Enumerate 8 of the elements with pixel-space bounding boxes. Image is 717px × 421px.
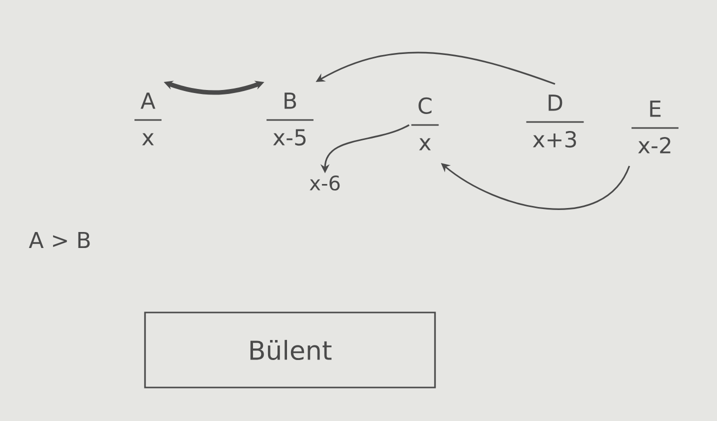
fraction: C x <box>411 97 439 150</box>
name-box: Bülent <box>144 312 436 388</box>
fraction: D x+3 <box>526 94 584 148</box>
note: A > B <box>28 232 90 248</box>
fraction: A x <box>134 92 162 146</box>
fraction: E x-2 <box>632 100 678 154</box>
fraction: B x-5 <box>266 92 314 146</box>
expression: x-6 <box>310 175 340 191</box>
